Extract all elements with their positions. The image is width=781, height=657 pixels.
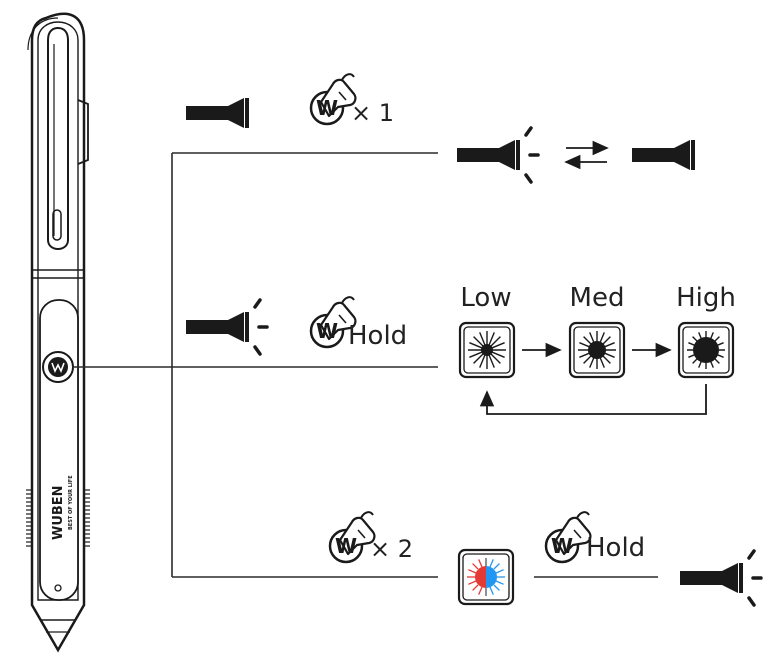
pen-clip [47, 26, 89, 250]
w-button-press-icon: W [328, 510, 376, 564]
brand-logo: WUBEN [51, 485, 66, 540]
brightness-med-icon [568, 321, 626, 379]
flashlight-on-icon [455, 126, 540, 184]
w-letter: W [551, 534, 573, 558]
w-button-press-icon: W [309, 72, 357, 126]
w-button-press-icon: W [544, 510, 592, 564]
swap-arrows-icon [564, 140, 609, 170]
flashlight-on-icon [184, 298, 269, 356]
w-letter: W [316, 96, 338, 120]
pen-w-button [42, 351, 74, 383]
mode-med-label: Med [570, 283, 625, 313]
brightness-low-icon [458, 321, 516, 379]
brand-tagline: BEST OF YOUR LIFE [68, 475, 74, 530]
mode-high-label: High [676, 283, 736, 313]
press-twice-label: × 2 [370, 535, 413, 563]
flashlight-off-icon [632, 140, 695, 170]
w-button-press-icon: W [309, 295, 357, 349]
brightness-high-icon [677, 321, 735, 379]
connector-lines [72, 152, 658, 578]
pen-knurling [26, 489, 90, 547]
press-once-label: × 1 [351, 99, 394, 127]
mode-cycle-arrows [479, 342, 707, 415]
w-letter: W [335, 534, 357, 558]
mode-low-label: Low [460, 283, 511, 313]
flashlight-off-icon [186, 98, 249, 128]
w-letter: W [316, 319, 338, 343]
hold-label: Hold [348, 321, 407, 351]
red-blue-light-icon [457, 548, 515, 606]
flashlight-on-icon [678, 549, 763, 607]
pen-flashlight: WUBEN BEST OF YOUR LIFE [26, 12, 90, 653]
hold2-label: Hold [586, 533, 645, 563]
